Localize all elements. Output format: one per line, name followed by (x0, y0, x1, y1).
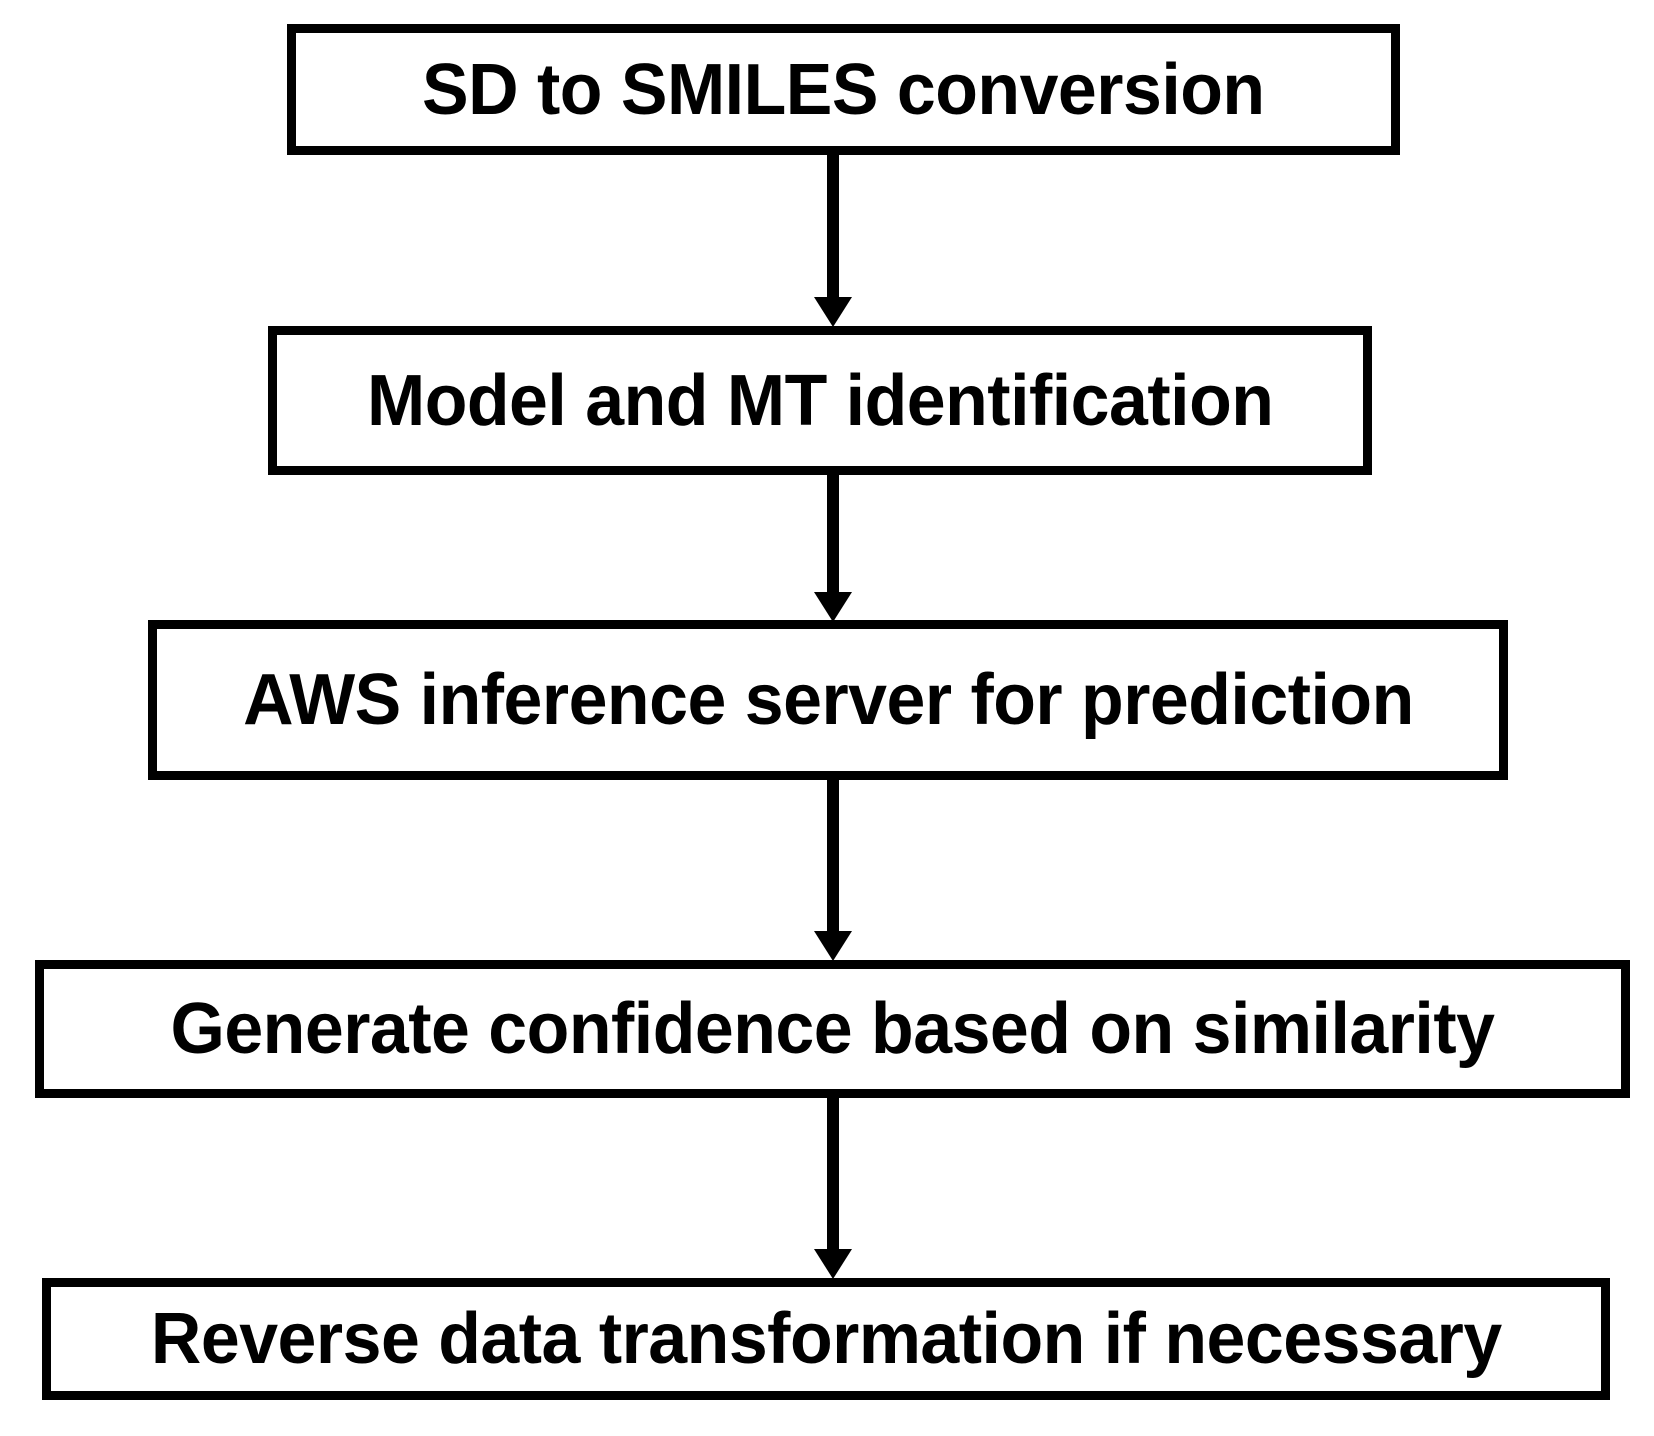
arrow-shaft (827, 774, 839, 931)
arrow-shaft (827, 152, 839, 297)
down-arrow-icon (814, 297, 852, 327)
down-arrow-icon (814, 1249, 852, 1279)
flow-node-label: Generate confidence based on similarity (170, 989, 1495, 1069)
flow-node-aws-inference-server[interactable]: AWS inference server for prediction (148, 620, 1508, 780)
flow-node-label: AWS inference server for prediction (242, 660, 1414, 740)
arrow-shaft (827, 470, 839, 592)
flow-node-model-and-mt-identification[interactable]: Model and MT identification (268, 326, 1372, 475)
arrow-shaft (827, 1093, 839, 1249)
flow-node-label: Model and MT identification (366, 360, 1274, 441)
down-arrow-icon (814, 592, 852, 622)
down-arrow-icon (814, 931, 852, 961)
flow-node-sd-to-smiles-conversion[interactable]: SD to SMILES conversion (287, 24, 1400, 155)
flow-node-label: SD to SMILES conversion (422, 49, 1265, 130)
flow-node-label: Reverse data transformation if necessary (150, 1299, 1502, 1379)
flow-node-generate-confidence[interactable]: Generate confidence based on similarity (35, 960, 1630, 1098)
flow-node-reverse-data-transformation[interactable]: Reverse data transformation if necessary (42, 1278, 1610, 1400)
